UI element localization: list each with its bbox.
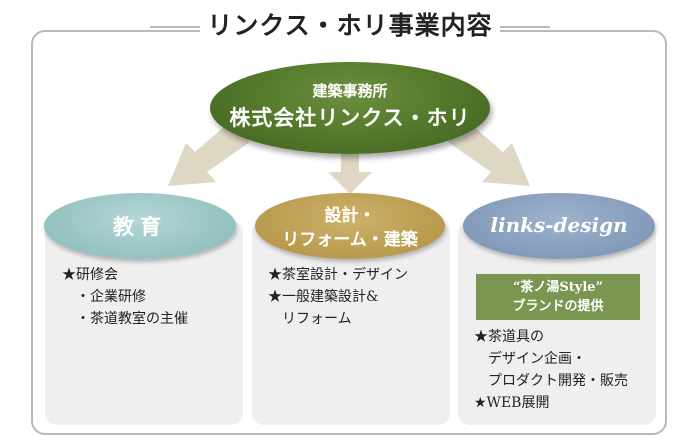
list-item: リフォーム: [282, 311, 352, 327]
design-ellipse: 設計・ リフォーム・建築: [255, 193, 445, 259]
design-heading-line: リフォーム・建築: [282, 230, 418, 250]
education-ellipse: 教育: [44, 193, 236, 259]
brand-box: “茶ノ湯Style” ブランドの提供: [476, 274, 640, 320]
title-rule-right: [490, 26, 550, 28]
company-ellipse: 建築事務所 株式会社リンクス・ホリ: [210, 62, 490, 154]
company-name: 株式会社リンクス・ホリ: [229, 105, 471, 130]
list-item: ・茶道教室の主催: [76, 311, 188, 327]
education-list: ★研修会 ・企業研修 ・茶道教室の主催: [62, 264, 188, 330]
arrow-center: [328, 148, 372, 194]
title-rule-left: [150, 26, 210, 28]
list-item: プロダクト開発・販売: [488, 373, 628, 389]
education-heading: 教育: [113, 214, 167, 239]
links-heading: links-design: [490, 213, 628, 237]
links-list: ★茶道具の デザイン企画・ プロダクト開発・販売 ★WEB展開: [474, 326, 628, 414]
list-item: ★一般建築設計&: [268, 289, 379, 305]
list-item: デザイン企画・: [488, 351, 586, 367]
arrow-right: [448, 120, 530, 186]
list-item: ★茶道具の: [474, 329, 544, 345]
list-item: ★WEB展開: [474, 395, 550, 411]
brand-box-line: ブランドの提供: [512, 299, 604, 314]
design-heading: 設計・ リフォーム・建築: [255, 204, 445, 252]
design-heading-line: 設計・: [324, 206, 376, 226]
company-subtitle: 建築事務所: [312, 82, 388, 100]
links-ellipse: links-design: [463, 193, 655, 259]
design-list: ★茶室設計・デザイン ★一般建築設計& リフォーム: [268, 264, 408, 330]
arrow-left: [168, 120, 250, 186]
list-item: ・企業研修: [76, 289, 146, 305]
list-item: ★茶室設計・デザイン: [268, 267, 408, 283]
diagram-title: リンクス・ホリ事業内容: [200, 8, 500, 44]
list-item: ★研修会: [62, 267, 118, 283]
brand-box-line: “茶ノ湯Style”: [512, 280, 604, 295]
